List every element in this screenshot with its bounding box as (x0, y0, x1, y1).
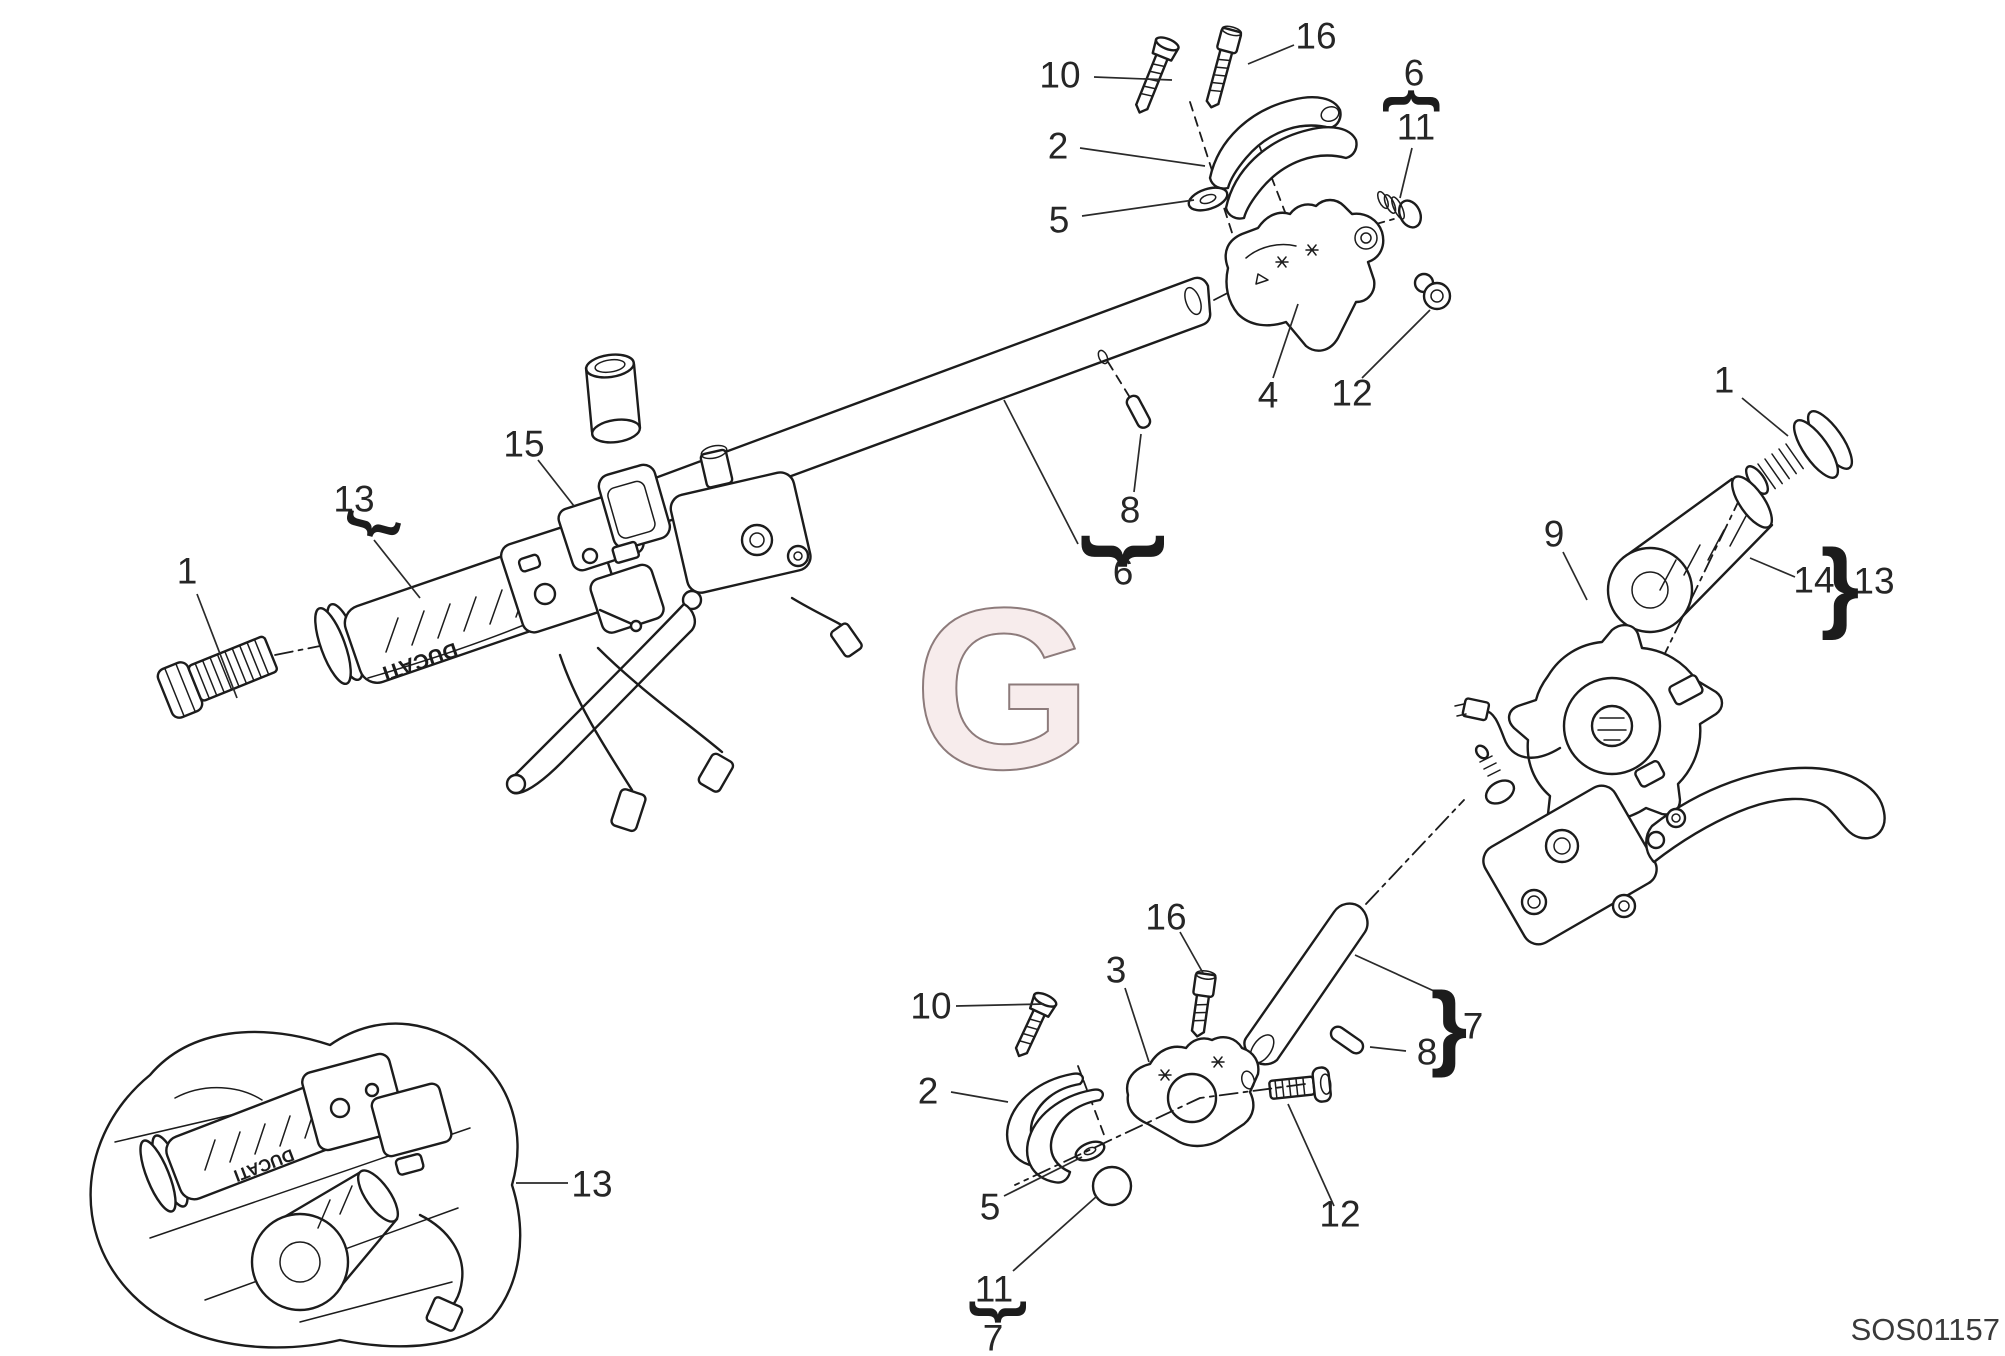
screw-12-top (1413, 272, 1452, 311)
rubber-cap-11-bottom (1091, 1165, 1133, 1207)
callout-1: 1 (1714, 360, 1735, 401)
pin-8-right (1329, 1025, 1365, 1055)
right-grip-14 (1606, 475, 1774, 634)
part-code: SOS01157 (1851, 1312, 2000, 1347)
washer-5-top (1187, 186, 1229, 212)
callout-9: 9 (1544, 514, 1565, 555)
screw-16-bottom (1190, 970, 1217, 1038)
callout-6: 6 (1404, 53, 1425, 94)
callout-15: 15 (503, 424, 544, 465)
brace-3: { (960, 1300, 1027, 1323)
callout-10: 10 (1039, 55, 1080, 96)
leader-line-11 (1399, 147, 1413, 199)
callout-8: 8 (1417, 1032, 1438, 1073)
callout-5: 5 (980, 1187, 1001, 1228)
callout-1: 1 (177, 551, 198, 592)
bottom-clamp-assembly (1005, 970, 1332, 1207)
brace-5: } (1431, 973, 1468, 1079)
callout-5: 5 (1049, 200, 1070, 241)
clutch-master-cylinder (669, 444, 812, 611)
screw-10-top (1135, 36, 1180, 114)
leader-line-2 (950, 1091, 1009, 1103)
rubber-plug-11-top (1376, 190, 1423, 229)
leader-line-16 (1247, 44, 1295, 65)
callout-8: 8 (1120, 490, 1141, 531)
left-cables (558, 596, 863, 833)
right-handlebar-assembly (1213, 410, 1886, 1083)
leader-line-5 (1003, 1156, 1083, 1197)
brace-0: { (1383, 89, 1450, 112)
bar-end-weight-left (156, 635, 278, 719)
callout-13: 13 (1853, 561, 1894, 602)
leader-line-5 (1081, 199, 1195, 217)
clamp-body-3 (1125, 1036, 1260, 1148)
top-mount-assembly (610, 25, 1452, 539)
leader-line-1 (1741, 397, 1789, 437)
leader-line-13 (373, 539, 421, 599)
inset-grip-end (250, 1169, 400, 1312)
callout-14: 14 (1793, 560, 1834, 601)
callout-11: 11 (1397, 107, 1435, 148)
callout-4: 4 (1258, 375, 1279, 416)
callout-11: 11 (975, 1269, 1013, 1310)
screw-10-bottom (1014, 991, 1058, 1058)
leader-line-8 (1133, 433, 1142, 493)
leader-line-6 (1003, 399, 1079, 545)
leader-line-12 (1287, 1103, 1335, 1207)
brace-4: } (1821, 529, 1860, 641)
callout-6: 6 (1113, 552, 1134, 593)
right-switchgear-9 (1454, 623, 1724, 829)
leader-line-14 (1749, 557, 1796, 578)
callout-16: 16 (1145, 897, 1186, 938)
left-handlebar-assembly: DUCATI (156, 353, 863, 833)
callout-2: 2 (918, 1071, 939, 1112)
leader-line-2 (1079, 147, 1206, 167)
callout-7: 7 (1463, 1006, 1484, 1047)
leader-line-12 (1361, 309, 1431, 379)
callout-7: 7 (983, 1318, 1004, 1356)
leader-line-15 (537, 459, 575, 507)
leader-line-9 (1562, 551, 1588, 601)
leader-line-3 (1124, 987, 1150, 1063)
screw-12-bottom (1268, 1066, 1332, 1103)
leader-line-1 (196, 593, 238, 699)
callout-12: 12 (1331, 373, 1372, 414)
brake-master-cylinder (1474, 744, 1658, 946)
left-switchgear (499, 490, 665, 634)
kit-inset: DUCATI (89, 1022, 522, 1349)
leader-line-11 (1012, 1195, 1098, 1272)
fluid-reservoir (584, 353, 642, 444)
clamp-half-2-bottom (1005, 1072, 1104, 1184)
inset-cable (418, 1213, 464, 1332)
inset-switch (301, 1052, 453, 1176)
leader-line-10 (955, 1003, 1045, 1007)
leader-line-7 (1354, 954, 1435, 992)
brace-1: { (1066, 534, 1165, 568)
washer-5-bottom (1074, 1140, 1106, 1162)
callout-13: 13 (571, 1164, 612, 1205)
button-pod-15 (597, 463, 672, 564)
callout-2: 2 (1048, 126, 1069, 167)
callout-10: 10 (910, 986, 951, 1027)
bracket-4 (1224, 198, 1385, 352)
pin-8-top (1125, 394, 1152, 429)
callout-13: 13 (333, 479, 374, 520)
leader-line-16 (1179, 931, 1204, 974)
leader-line-10 (1093, 76, 1173, 81)
callout-3: 3 (1106, 950, 1127, 991)
watermark-letter: G (914, 560, 1093, 817)
callout-12: 12 (1319, 1194, 1360, 1235)
leader-line-8 (1369, 1046, 1407, 1052)
brake-lever (1645, 766, 1886, 864)
screw-16-top (1205, 25, 1243, 109)
leader-line-4 (1272, 303, 1299, 379)
clamp-half-2 (1208, 96, 1358, 220)
callout-16: 16 (1295, 16, 1336, 57)
